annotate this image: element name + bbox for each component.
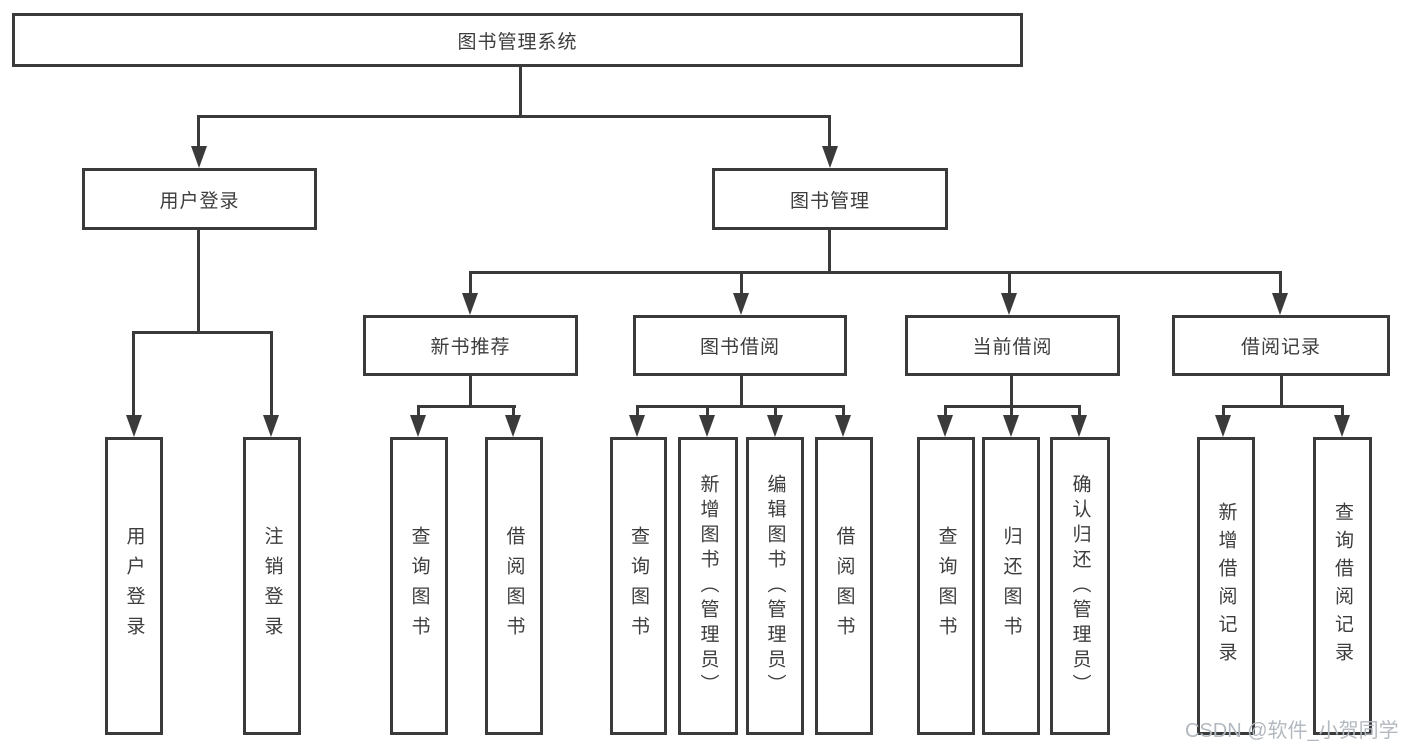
leaf-borrow-books: 借阅图书: [815, 437, 873, 735]
node-book-borrow: 图书借阅: [633, 315, 847, 376]
leaf-user-login-label: 用户登录: [123, 526, 145, 646]
node-book-borrow-label: 图书借阅: [699, 337, 780, 358]
arrow-down-icon: [191, 146, 207, 168]
connector-mgmt-rail: [469, 271, 1282, 274]
connector-mgmt-shaft: [828, 115, 831, 148]
leaf-borrow-books-recommend-label: 借阅图书: [503, 526, 525, 646]
arrow-down-icon: [410, 415, 426, 437]
connector-stem: [1280, 376, 1283, 408]
watermark: CSDN @软件_小贺同学: [1185, 720, 1399, 742]
connector-shaft: [1010, 405, 1013, 419]
connector-shaft: [512, 405, 515, 419]
connector-login-rail: [133, 331, 273, 334]
connector-mgmt-stem: [828, 230, 831, 273]
leaf-borrow-books-label: 借阅图书: [833, 526, 855, 646]
leaf-add-books-admin: 新增图书（管理员）: [678, 437, 738, 735]
node-current-borrow: 当前借阅: [905, 315, 1120, 376]
connector-shaft: [636, 405, 639, 419]
connector-shaft: [1008, 271, 1011, 296]
node-borrow-records-label: 借阅记录: [1240, 337, 1321, 358]
arrow-down-icon: [629, 415, 645, 437]
connector-rail: [636, 405, 845, 408]
leaf-query-borrow-record: 查询借阅记录: [1313, 437, 1372, 735]
node-user-login: 用户登录: [82, 168, 317, 230]
leaf-query-books-current: 查询图书: [917, 437, 975, 735]
arrow-down-icon: [1215, 415, 1231, 437]
leaf-add-borrow-record: 新增借阅记录: [1197, 437, 1255, 735]
leaf-query-borrow-record-label: 查询借阅记录: [1332, 502, 1353, 670]
connector-stem: [1010, 376, 1013, 408]
connector-shaft: [740, 271, 743, 296]
leaf-add-borrow-record-label: 新增借阅记录: [1215, 502, 1237, 670]
leaf-logout: 注销登录: [243, 437, 301, 735]
connector-shaft: [132, 331, 135, 417]
connector-rail: [417, 405, 516, 408]
leaf-return-books-label: 归还图书: [1000, 526, 1022, 646]
node-book-management: 图书管理: [712, 168, 948, 230]
node-new-book-recommend: 新书推荐: [363, 315, 578, 376]
connector-shaft: [842, 405, 845, 419]
node-book-management-label: 图书管理: [789, 190, 870, 212]
leaf-edit-books-admin: 编辑图书（管理员）: [746, 437, 804, 735]
arrow-down-icon: [822, 146, 838, 168]
arrow-down-icon: [1071, 415, 1087, 437]
arrow-down-icon: [699, 415, 715, 437]
arrow-down-icon: [263, 415, 279, 437]
arrow-down-icon: [1003, 415, 1019, 437]
connector-shaft: [417, 405, 420, 419]
node-new-book-recommend-label: 新书推荐: [430, 337, 511, 358]
leaf-query-books-recommend: 查询图书: [390, 437, 448, 735]
connector-shaft: [1078, 405, 1081, 419]
connector-login-shaft: [197, 115, 200, 148]
leaf-query-books-borrow: 查询图书: [610, 437, 667, 735]
arrow-down-icon: [835, 415, 851, 437]
leaf-edit-books-admin-label: 编辑图书（管理员）: [764, 473, 786, 699]
arrow-down-icon: [767, 415, 783, 437]
connector-shaft: [469, 271, 472, 296]
connector-shaft: [1341, 405, 1344, 419]
connector-shaft: [270, 331, 273, 417]
leaf-borrow-books-recommend: 借阅图书: [485, 437, 543, 735]
leaf-query-books-current-label: 查询图书: [935, 526, 957, 646]
connector-root-stem: [519, 67, 522, 117]
node-borrow-records: 借阅记录: [1172, 315, 1390, 376]
connector-rail: [1222, 405, 1343, 408]
connector-shaft: [1279, 271, 1282, 296]
leaf-confirm-return-admin: 确认归还（管理员）: [1050, 437, 1110, 735]
leaf-return-books: 归还图书: [982, 437, 1040, 735]
leaf-query-books-recommend-label: 查询图书: [408, 526, 430, 646]
arrow-down-icon: [1001, 293, 1017, 315]
node-user-login-label: 用户登录: [159, 190, 240, 212]
connector-root-rail: [198, 115, 831, 118]
connector-shaft: [706, 405, 709, 419]
arrow-down-icon: [505, 415, 521, 437]
leaf-user-login: 用户登录: [105, 437, 163, 735]
connector-login-stem: [197, 230, 200, 334]
arrow-down-icon: [462, 293, 478, 315]
arrow-down-icon: [1272, 293, 1288, 315]
arrow-down-icon: [937, 415, 953, 437]
node-root-label: 图书管理系统: [457, 31, 578, 53]
arrow-down-icon: [1334, 415, 1350, 437]
arrow-down-icon: [733, 293, 749, 315]
connector-shaft: [774, 405, 777, 419]
leaf-query-books-borrow-label: 查询图书: [628, 526, 649, 646]
connector-stem: [469, 376, 472, 408]
node-root: 图书管理系统: [12, 13, 1023, 67]
node-current-borrow-label: 当前借阅: [972, 337, 1053, 358]
leaf-add-books-admin-label: 新增图书（管理员）: [697, 473, 719, 699]
connector-stem: [740, 376, 743, 408]
connector-shaft: [1222, 405, 1225, 419]
arrow-down-icon: [126, 415, 142, 437]
connector-shaft: [944, 405, 947, 419]
leaf-logout-label: 注销登录: [261, 526, 283, 646]
leaf-confirm-return-admin-label: 确认归还（管理员）: [1069, 473, 1091, 699]
